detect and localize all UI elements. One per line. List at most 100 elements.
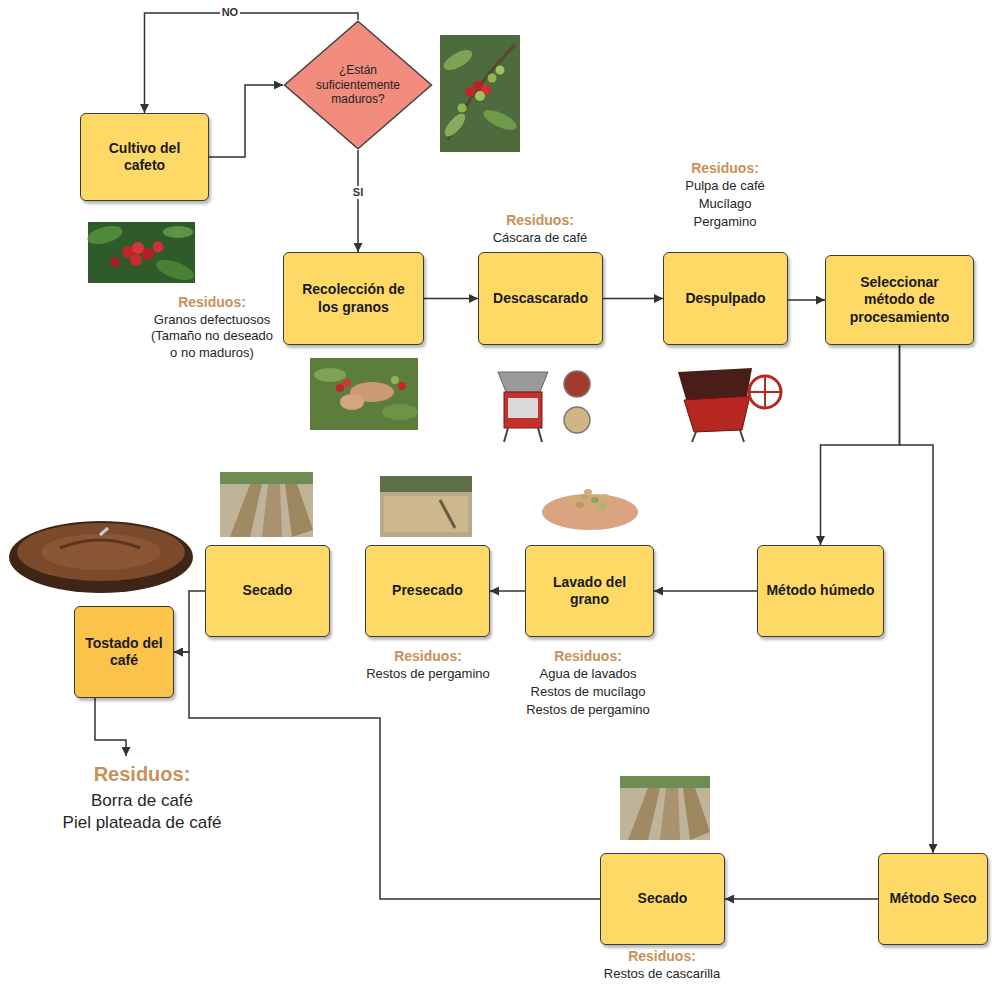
residue-item: Piel plateada de café — [42, 812, 242, 833]
hulling-machine-photo — [504, 428, 508, 442]
node-label: ¿Están suficientemente maduros? — [312, 63, 404, 106]
predrying-photo — [380, 476, 472, 537]
residue-item: Restos de cascarilla — [587, 966, 737, 982]
edge-label: NO — [220, 6, 241, 19]
harvest-photo — [391, 376, 399, 384]
residue-item: Granos defectuosos (Tamaño no deseado o … — [147, 312, 277, 361]
drying-beds-photo — [230, 484, 262, 537]
predrying-photo — [384, 496, 468, 532]
process-box: Método Seco — [878, 853, 988, 945]
harvest-photo — [310, 358, 418, 430]
coffee-branch-photo — [481, 106, 520, 134]
node-label: Método Seco — [889, 890, 976, 908]
pulping-machine-photo — [749, 376, 781, 408]
coffee-branch-photo — [440, 35, 520, 152]
coffee-branch-photo — [488, 74, 497, 83]
washed-beans-photo — [591, 497, 599, 503]
process-box: Descascarado — [478, 252, 603, 345]
hulling-machine-photo — [564, 371, 590, 397]
flow-arrow — [788, 299, 825, 301]
residue-heading: Residuos: — [587, 948, 737, 966]
process-box: Seleccionar método de procesamiento — [825, 255, 974, 345]
residue-heading: Residuos: — [518, 648, 658, 666]
residue-item: Restos de mucílago — [518, 684, 658, 700]
harvest-photo — [398, 382, 406, 390]
roasting-bowl-photo — [17, 523, 185, 581]
residue-leader — [95, 698, 126, 756]
sun-drying-photo — [620, 776, 710, 788]
residue-item: Pergamino — [660, 214, 790, 230]
coffee-branch-photo — [441, 46, 476, 74]
coffee-branch-photo — [475, 91, 485, 101]
coffee-branch-photo — [465, 87, 475, 97]
washed-beans-photo — [571, 497, 579, 503]
node-label: Despulpado — [685, 290, 765, 308]
coffee-cherries-photo — [163, 226, 193, 238]
harvest-photo — [314, 368, 346, 382]
process-box: Cultivo del cafeto — [80, 113, 209, 201]
roasting-bowl-photo — [100, 528, 108, 535]
residue-item: Restos de pergamino — [358, 666, 498, 682]
coffee-cherries-photo — [142, 248, 154, 260]
coffee-cherries-photo — [86, 222, 197, 284]
flow-arrow — [424, 298, 478, 300]
residue-heading: Residuos: — [358, 648, 498, 666]
sun-drying-photo — [620, 776, 710, 840]
sun-drying-photo — [660, 788, 680, 840]
drying-beds-photo — [220, 472, 313, 537]
flow-arrow — [725, 898, 878, 900]
pulping-machine-photo — [740, 430, 744, 442]
predrying-photo — [380, 476, 472, 492]
residue-item: Restos de pergamino — [518, 702, 658, 718]
sun-drying-photo — [683, 788, 710, 840]
node-label: Lavado del grano — [534, 574, 645, 609]
flow-arrow — [821, 345, 900, 545]
washed-beans-photo — [576, 502, 584, 508]
roasting-bowl-photo — [9, 521, 193, 593]
harvest-photo — [340, 394, 364, 410]
flow-arrow — [490, 590, 525, 592]
process-box: Despulpado — [663, 252, 788, 345]
node-label: Secado — [638, 890, 688, 908]
coffee-cherries-photo — [153, 242, 164, 253]
harvest-photo — [382, 404, 418, 420]
washed-beans-photo — [601, 494, 609, 500]
node-label: Método húmedo — [766, 582, 874, 600]
washed-beans-photo — [599, 503, 607, 509]
diamond-shape — [285, 21, 432, 148]
hulling-machine-photo — [504, 392, 542, 428]
hulling-machine-photo — [538, 428, 542, 442]
flow-arrow — [209, 85, 283, 157]
process-box: Método húmedo — [757, 545, 884, 637]
roasting-bowl-photo — [60, 540, 140, 548]
harvest-photo — [336, 384, 344, 392]
node-label: Secado — [243, 582, 293, 600]
coffee-branch-photo — [458, 104, 467, 113]
pulping-machine-photo — [684, 396, 750, 432]
coffee-cherries-photo — [132, 242, 144, 254]
hulling-machine-photo — [498, 372, 548, 392]
washed-beans-photo — [588, 503, 596, 509]
predrying-photo — [380, 476, 472, 537]
residue-heading: Residuos: — [660, 160, 790, 178]
drying-beds-photo — [220, 472, 313, 484]
node-label: Cultivo del cafeto — [89, 140, 200, 175]
process-box: Lavado del grano — [525, 545, 654, 637]
harvest-photo — [310, 358, 418, 430]
drying-beds-photo — [285, 484, 313, 537]
drying-beds-photo — [262, 484, 282, 537]
decision-diamond: ¿Están suficientemente maduros? — [283, 20, 433, 150]
process-box: Recolección de los granos — [283, 252, 424, 345]
pulping-machine-photo — [678, 368, 781, 442]
hulling-machine-photo — [498, 371, 590, 442]
harvest-photo — [343, 379, 351, 387]
sun-drying-photo — [628, 788, 660, 840]
coffee-cherries-photo — [130, 254, 142, 266]
washed-beans-photo — [584, 489, 592, 495]
flow-arrow — [174, 591, 205, 652]
coffee-cherries-photo — [86, 223, 125, 248]
